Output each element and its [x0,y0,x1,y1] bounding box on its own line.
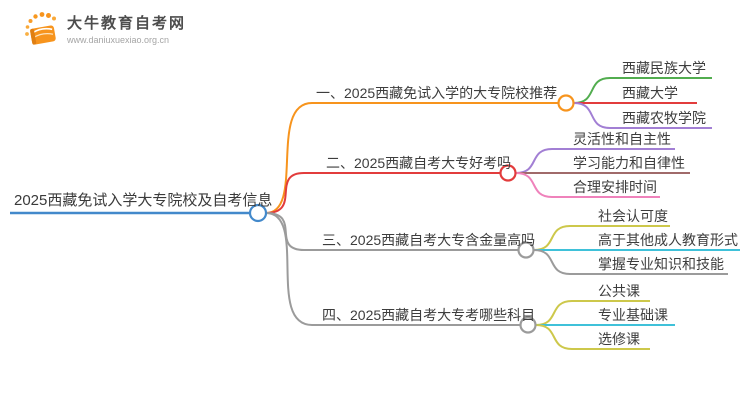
brand-url: www.daniuxuexiao.org.cn [67,34,170,45]
branch-2-child-1-label: 灵活性和自主性 [573,131,671,147]
mindmap-root-label: 2025西藏免试入学大专院校及自考信息 [14,192,273,209]
branch-1-label: 一、2025西藏免试入学的大专院校推荐 [316,85,558,101]
branch-1-child-1-label: 西藏民族大学 [622,60,706,76]
site-logo[interactable]: 大牛教育自考网 www.daniuxuexiao.org.cn [22,10,186,50]
branch-1-line [265,102,558,214]
branch-4-node-circle [519,316,537,334]
branch-4-child-2-label: 专业基础课 [598,307,668,323]
branch-4-child-1-label: 公共课 [598,283,640,299]
root-node-circle [248,203,268,223]
branch-3-child-3-line [533,249,728,275]
branch-4-child-3-label: 选修课 [598,331,640,347]
branch-3-node-circle [517,241,535,259]
branch-2-label: 二、2025西藏自考大专好考吗 [326,155,512,171]
branch-2-line [265,172,500,214]
branch-4-label: 四、2025西藏自考大专考哪些科目 [322,307,536,323]
branch-3-child-3-label: 掌握专业知识和技能 [598,256,724,272]
branch-1-child-2-label: 西藏大学 [622,85,678,101]
branch-4-child-3-line [535,324,650,350]
book-icon [25,12,56,45]
branch-2-node-circle [499,164,517,182]
brand-name: 大牛教育自考网 [67,14,187,32]
branch-2-child-3-label: 合理安排时间 [573,179,657,195]
branch-1-child-3-label: 西藏农牧学院 [622,110,706,126]
branch-3-child-1-label: 社会认可度 [598,208,668,224]
branch-2-child-2-label: 学习能力和自律性 [573,155,685,171]
branch-3-child-2-label: 高于其他成人教育形式 [598,232,738,248]
branch-4-line [265,212,520,326]
branch-1-child-3-line [573,102,712,129]
branch-1-node-circle [557,94,575,112]
branch-2-child-3-line [515,172,660,198]
branch-3-label: 三、2025西藏自考大专含金量高吗 [322,232,536,248]
